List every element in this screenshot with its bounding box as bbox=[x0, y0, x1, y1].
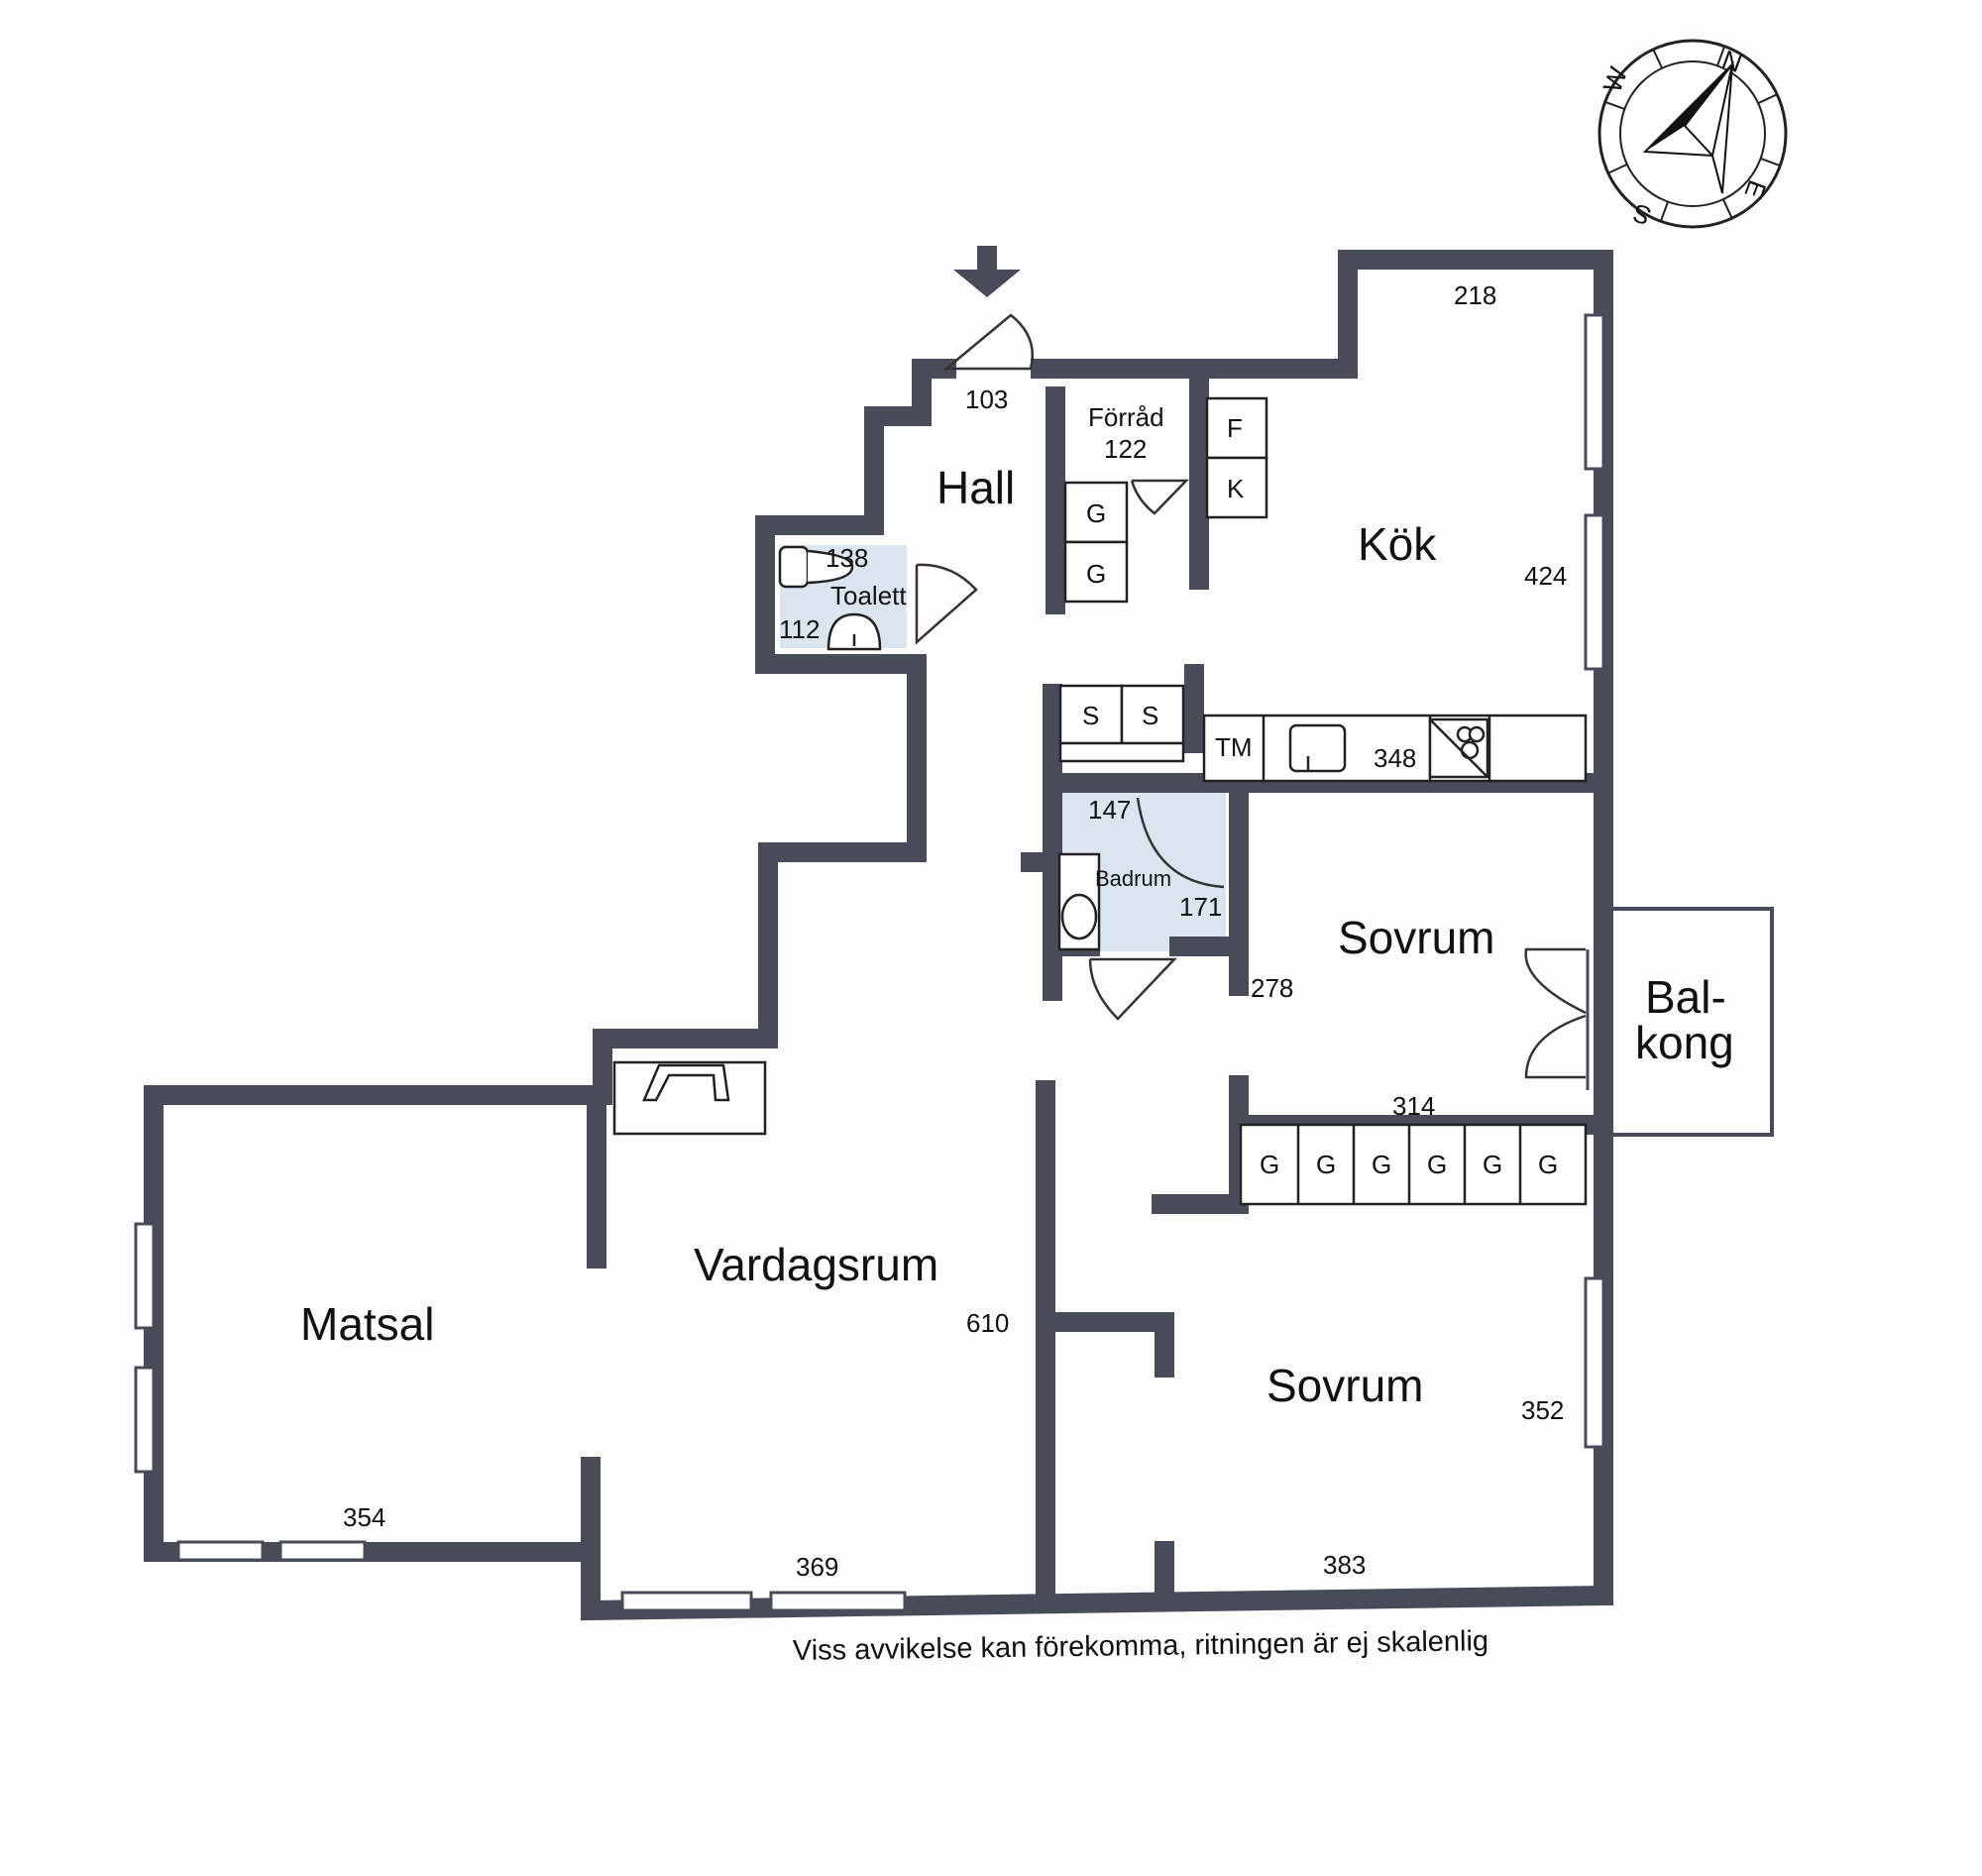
label-wardrobe-hall-2: G bbox=[1086, 559, 1106, 589]
compass-inner bbox=[1619, 60, 1766, 207]
burner-2 bbox=[1468, 725, 1486, 743]
label-closet-2: S bbox=[1142, 701, 1158, 730]
label-dishwasher: TM bbox=[1215, 732, 1253, 762]
dim-badrum-a: 147 bbox=[1088, 795, 1131, 825]
fixtures bbox=[612, 396, 1588, 1206]
dim-kok-top: 218 bbox=[1454, 280, 1496, 310]
doors bbox=[915, 313, 1587, 1079]
dim-matsal-bottom: 354 bbox=[343, 1502, 385, 1532]
window-matsal-2 bbox=[134, 1366, 156, 1474]
door-toalett bbox=[915, 563, 978, 645]
label-kok: Kök bbox=[1358, 518, 1437, 570]
compass-ticks bbox=[1604, 46, 1781, 222]
label-fridge: F bbox=[1227, 413, 1243, 443]
dim-entry: 103 bbox=[965, 385, 1008, 414]
label-wardrobe-1: G bbox=[1260, 1150, 1279, 1179]
stove-diagonal bbox=[1429, 718, 1488, 778]
fridge-box bbox=[1205, 396, 1268, 460]
room-labels: Hall Förråd Kök Toalett Badrum Sovrum Ba… bbox=[300, 402, 1734, 1411]
walls bbox=[144, 250, 1614, 1621]
windows bbox=[134, 313, 1605, 1612]
window-kok-2 bbox=[1584, 513, 1605, 671]
disclaimer: Viss avvikelse kan förekomma, ritningen … bbox=[793, 1625, 1489, 1667]
door-balkong-upper bbox=[1524, 947, 1587, 1015]
badrum-basin bbox=[1060, 893, 1098, 940]
wardrobe-dividers bbox=[1296, 1125, 1522, 1204]
door-entrance bbox=[942, 313, 1035, 371]
kitchen-sink bbox=[1288, 723, 1347, 773]
label-matsal: Matsal bbox=[300, 1298, 434, 1350]
label-wardrobe-3: G bbox=[1372, 1150, 1391, 1179]
balkong-outline bbox=[1594, 907, 1774, 1137]
label-sovrum-1: Sovrum bbox=[1338, 912, 1494, 963]
dim-sovrum1-bottom: 314 bbox=[1392, 1091, 1435, 1121]
label-wardrobe-2: G bbox=[1316, 1150, 1336, 1179]
dim-toalett-a: 138 bbox=[826, 543, 868, 573]
fixture-labels: F K G G S S TM G G G G G G bbox=[1082, 413, 1558, 1179]
window-vardagsrum-1 bbox=[620, 1591, 753, 1612]
shower-arc bbox=[1136, 797, 1225, 889]
dim-sovrum1-side: 278 bbox=[1251, 973, 1293, 1003]
dim-badrum-b: 171 bbox=[1179, 892, 1222, 922]
label-balkong-2: kong bbox=[1635, 1017, 1734, 1068]
label-hall: Hall bbox=[936, 462, 1015, 513]
entrance-arrow-icon bbox=[953, 246, 1021, 297]
dim-vardagsrum-bottom: 369 bbox=[796, 1552, 838, 1582]
label-sovrum-2: Sovrum bbox=[1266, 1360, 1423, 1411]
toalett-basin bbox=[826, 612, 882, 651]
window-matsal-3 bbox=[176, 1540, 265, 1562]
wardrobe-hall-2 bbox=[1063, 540, 1129, 604]
dim-kitchen-counter: 348 bbox=[1374, 743, 1416, 773]
compass-needle-half bbox=[1642, 60, 1734, 158]
toilet-bowl bbox=[807, 549, 854, 585]
window-matsal-1 bbox=[134, 1222, 156, 1330]
dim-sovrum2-side: 352 bbox=[1521, 1395, 1564, 1425]
label-toalett: Toalett bbox=[830, 581, 907, 610]
freezer-box bbox=[1205, 456, 1268, 519]
label-wardrobe-5: G bbox=[1483, 1150, 1502, 1179]
label-wardrobe-6: G bbox=[1538, 1150, 1558, 1179]
label-vardagsrum: Vardagsrum bbox=[694, 1239, 938, 1290]
window-vardagsrum-2 bbox=[769, 1591, 907, 1612]
dim-kok-side: 424 bbox=[1524, 561, 1567, 591]
dim-sovrum2-bottom: 383 bbox=[1323, 1550, 1366, 1580]
door-balkong-lower bbox=[1524, 1014, 1587, 1079]
kitchen-counter bbox=[1202, 714, 1588, 783]
window-matsal-4 bbox=[278, 1540, 367, 1562]
wardrobe-strip bbox=[1239, 1123, 1588, 1206]
label-closet-1: S bbox=[1082, 701, 1099, 730]
label-wardrobe-hall-1: G bbox=[1086, 498, 1106, 528]
label-wardrobe-4: G bbox=[1427, 1150, 1447, 1179]
label-forrad: Förråd bbox=[1088, 402, 1164, 432]
dim-toalett-b: 112 bbox=[779, 614, 820, 644]
label-badrum: Badrum bbox=[1095, 866, 1171, 891]
dim-forrad: 122 bbox=[1104, 434, 1147, 464]
toilet bbox=[778, 545, 810, 589]
dimension-labels: 103 122 218 424 138 112 348 147 171 278 … bbox=[343, 280, 1567, 1582]
door-forrad bbox=[1130, 479, 1189, 515]
door-badrum bbox=[1088, 957, 1177, 1021]
burner-3 bbox=[1460, 740, 1480, 760]
window-sovrum2 bbox=[1584, 1276, 1605, 1449]
fireplace bbox=[642, 1063, 730, 1102]
compass-icon: N E S W bbox=[1597, 39, 1788, 232]
label-freezer: K bbox=[1227, 474, 1245, 503]
label-balkong-1: Bal- bbox=[1645, 971, 1726, 1023]
closet-1 bbox=[1058, 684, 1124, 745]
closet-base bbox=[1058, 741, 1185, 763]
dim-vardagsrum-side: 610 bbox=[966, 1308, 1009, 1338]
window-kok-1 bbox=[1584, 313, 1605, 471]
